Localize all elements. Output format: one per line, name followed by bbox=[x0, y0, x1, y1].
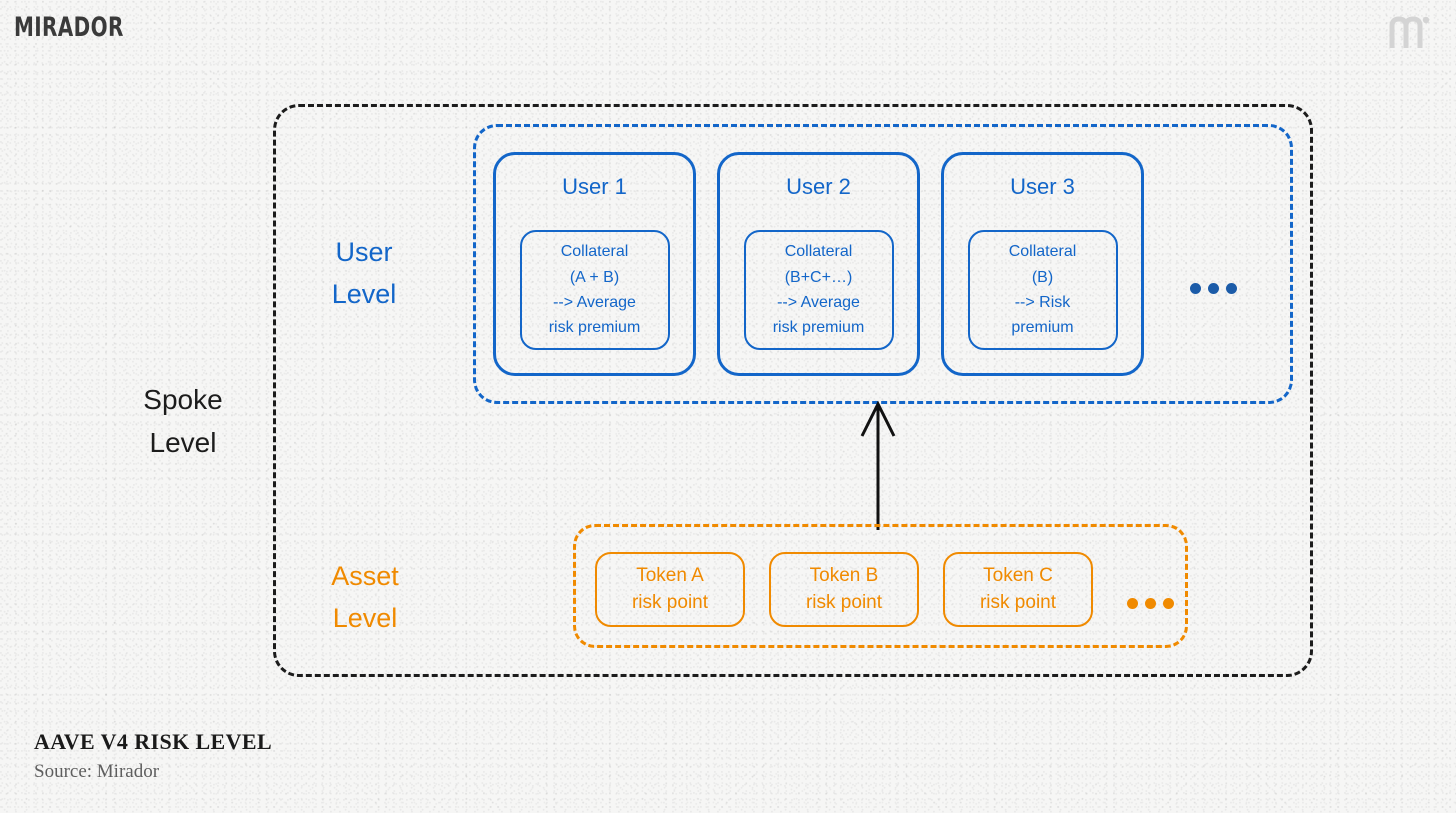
token-line: Token B bbox=[809, 564, 879, 586]
token-line: Token A bbox=[636, 564, 704, 586]
collateral-line: risk premium bbox=[548, 319, 641, 337]
dot bbox=[1226, 283, 1237, 294]
collateral-line: Collateral bbox=[560, 243, 629, 261]
collateral-line: Collateral bbox=[784, 243, 853, 261]
user-card-2-title: User 2 bbox=[786, 174, 851, 199]
user-card-1-title: User 1 bbox=[562, 174, 627, 199]
caption-title: AAVE V4 RISK LEVEL bbox=[34, 729, 273, 754]
user-level-label-line-1: User bbox=[335, 237, 393, 267]
figure-caption: AAVE V4 RISK LEVEL Source: Mirador bbox=[34, 728, 272, 784]
dot bbox=[1127, 598, 1138, 609]
asset-level-boundary bbox=[573, 524, 1188, 648]
token-card-a[interactable]: Token A risk point bbox=[595, 552, 745, 627]
user-card-2-collateral: Collateral (B+C+…) --> Average risk prem… bbox=[743, 230, 894, 350]
token-card-c[interactable]: Token C risk point bbox=[943, 552, 1093, 627]
caption-source: Source: Mirador bbox=[34, 760, 160, 782]
collateral-line: Collateral bbox=[1008, 243, 1077, 261]
asset-level-label-line-1: Asset bbox=[331, 561, 399, 591]
collateral-line: risk premium bbox=[772, 319, 865, 337]
spoke-level-boundary bbox=[273, 104, 1313, 677]
user-card-3[interactable]: User 3 Collateral (B) --> Risk premium bbox=[941, 152, 1144, 376]
user-card-3-collateral: Collateral (B) --> Risk premium bbox=[967, 230, 1118, 350]
mirador-logo: MIRADOR bbox=[14, 12, 124, 43]
collateral-line: (B+C+…) bbox=[784, 268, 853, 286]
spoke-level-label-line-1: Spoke bbox=[143, 384, 223, 415]
collateral-line: premium bbox=[1011, 319, 1074, 337]
token-card-b[interactable]: Token B risk point bbox=[769, 552, 919, 627]
asset-level-label-line-2: Level bbox=[332, 602, 398, 633]
collateral-line: --> Risk bbox=[1014, 294, 1071, 311]
collateral-line: --> Average bbox=[777, 294, 860, 311]
token-line: risk point bbox=[805, 591, 883, 613]
spoke-level-label: Spoke Level bbox=[108, 378, 258, 465]
user-level-ellipsis-icon bbox=[1190, 283, 1237, 294]
user-card-3-title: User 3 bbox=[1010, 174, 1075, 199]
collateral-line: --> Average bbox=[553, 294, 636, 311]
collateral-line: (A + B) bbox=[569, 268, 620, 286]
user-level-boundary bbox=[473, 124, 1293, 404]
token-line: risk point bbox=[979, 591, 1057, 613]
user-level-label: User Level bbox=[299, 232, 429, 316]
token-line: Token C bbox=[983, 564, 1053, 586]
dot bbox=[1163, 598, 1174, 609]
mirador-m-mark-icon bbox=[1386, 8, 1434, 56]
asset-to-user-arrow-icon bbox=[848, 396, 908, 530]
user-level-label-line-2: Level bbox=[331, 278, 397, 309]
dot bbox=[1145, 598, 1156, 609]
asset-level-ellipsis-icon bbox=[1127, 598, 1174, 609]
user-card-2[interactable]: User 2 Collateral (B+C+…) --> Average ri… bbox=[717, 152, 920, 376]
token-line: risk point bbox=[631, 591, 709, 613]
spoke-level-label-line-2: Level bbox=[149, 427, 217, 459]
user-card-1[interactable]: User 1 Collateral (A + B) --> Average ri… bbox=[493, 152, 696, 376]
user-card-1-collateral: Collateral (A + B) --> Average risk prem… bbox=[519, 230, 670, 350]
dot bbox=[1190, 283, 1201, 294]
collateral-line: (B) bbox=[1031, 268, 1054, 286]
asset-level-label: Asset Level bbox=[300, 556, 430, 640]
dot bbox=[1208, 283, 1219, 294]
